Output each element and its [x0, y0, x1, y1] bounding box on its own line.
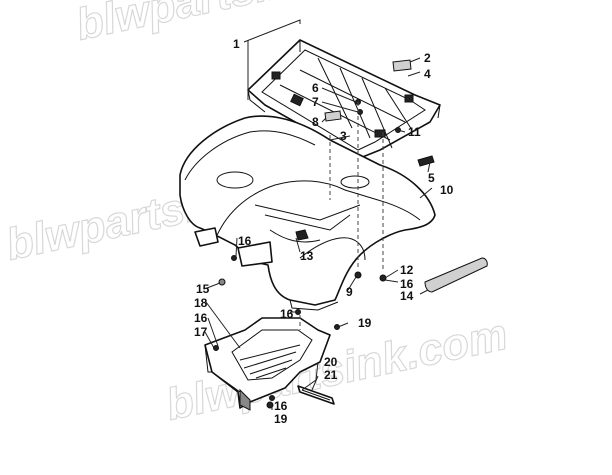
callout-21: 21 [324, 368, 338, 382]
callout-9: 9 [346, 285, 353, 299]
callout-7: 7 [312, 95, 319, 109]
callout-16-d: 16 [194, 311, 208, 325]
callout-19-a: 19 [358, 316, 372, 330]
callout-1: 1 [233, 37, 240, 51]
callout-16-a: 16 [238, 234, 252, 248]
callout-11: 11 [408, 125, 421, 139]
bracket-icon [194, 227, 273, 267]
callout-2: 2 [424, 51, 431, 65]
callout-12: 12 [400, 263, 414, 277]
assembly-lines [299, 102, 384, 330]
callout-4: 4 [424, 67, 431, 81]
footwell-icon [204, 317, 331, 411]
callout-13: 13 [300, 249, 314, 263]
callout-19-b: 19 [274, 412, 288, 426]
callout-18: 18 [194, 296, 208, 310]
callout-8: 8 [312, 115, 319, 129]
callout-5: 5 [428, 171, 435, 185]
watermark-top: blwpartsink.com [72, 0, 422, 50]
callout-14: 14 [400, 289, 414, 303]
step-plate-icon [297, 385, 335, 405]
bolt-5-icon [417, 155, 435, 167]
callout-16-e: 16 [274, 399, 288, 413]
callout-15: 15 [196, 282, 210, 296]
callout-6: 6 [312, 81, 319, 95]
callout-3: 3 [340, 129, 347, 143]
callout-16-c: 16 [280, 307, 294, 321]
rear-fender-icon [179, 115, 436, 311]
callout-labels: 1 2 4 6 7 8 3 11 5 10 16 13 15 9 12 16 1… [194, 37, 454, 426]
decal-icon [324, 59, 412, 122]
leader-lines [204, 19, 433, 410]
callout-20: 20 [324, 355, 338, 369]
callout-16-b: 16 [400, 277, 414, 291]
callout-10: 10 [440, 183, 454, 197]
reflector-icon [424, 257, 488, 293]
callout-17: 17 [194, 325, 208, 339]
